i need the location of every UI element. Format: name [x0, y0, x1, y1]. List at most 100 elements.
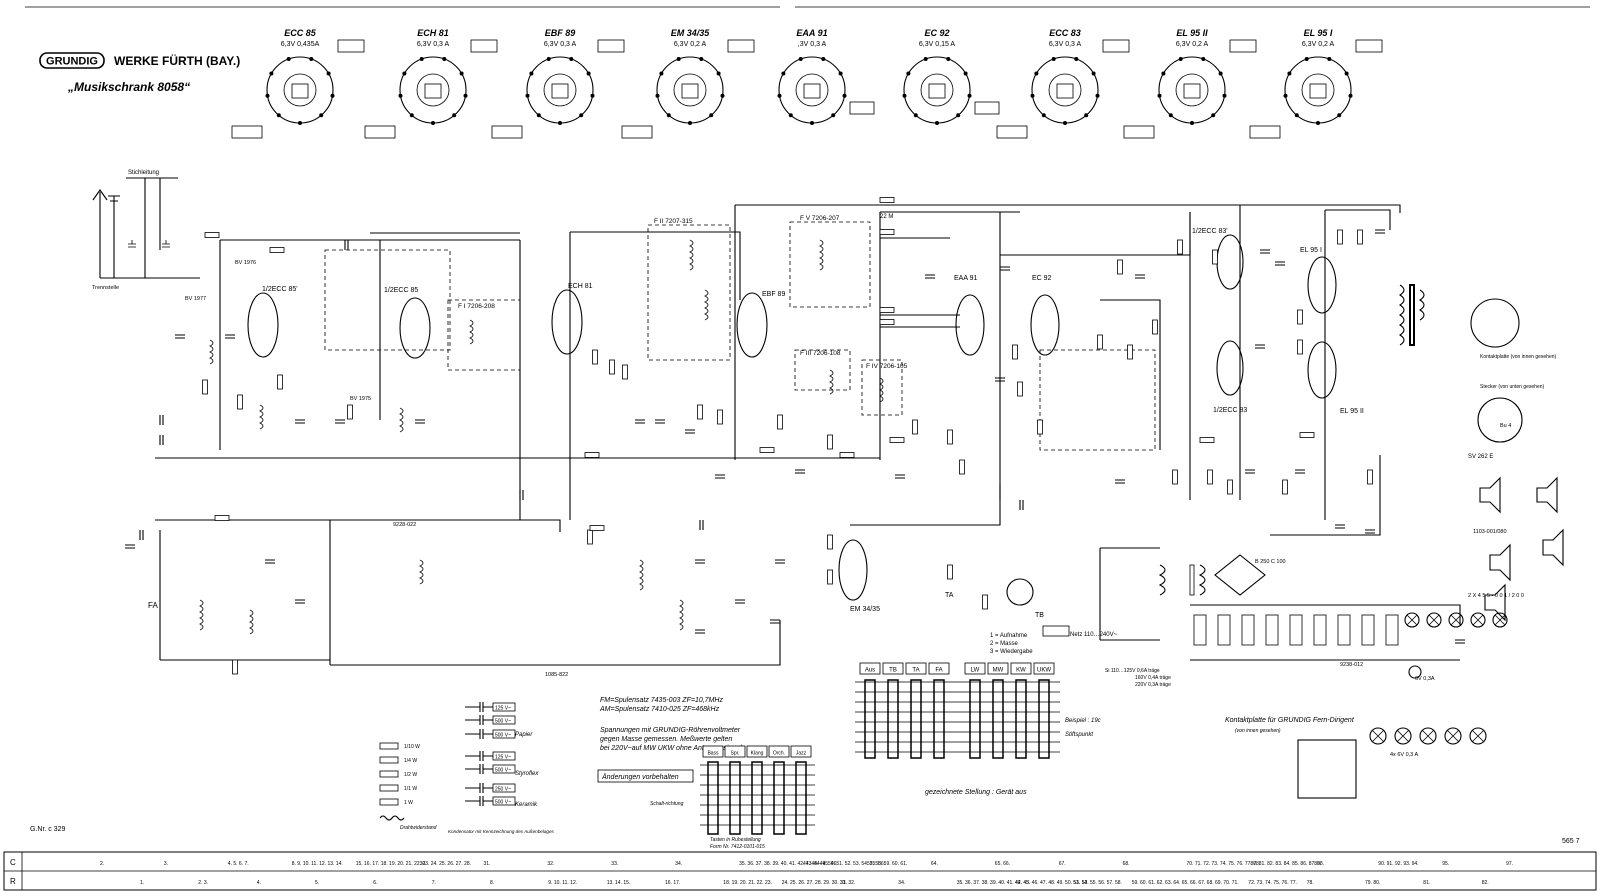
- ruler-c-cell: 31.: [484, 861, 491, 867]
- resistor-symbol: [1097, 334, 1103, 350]
- lbl-ec92: EC 92: [1032, 275, 1052, 282]
- legend-cap-tag: [492, 751, 516, 761]
- coil-symbol: [469, 319, 474, 345]
- tube-pin: [1084, 113, 1089, 118]
- capacitor-symbol: [795, 469, 805, 474]
- switch-key-label: Aus: [865, 668, 875, 674]
- switch-key-top: [987, 662, 1009, 675]
- resistor-symbol: [717, 409, 723, 425]
- ruler-c-cell: 2.: [100, 861, 104, 867]
- tube-pin: [463, 93, 468, 98]
- resistor-symbol: [592, 349, 598, 365]
- tube-pin: [1178, 57, 1183, 61]
- ruler-c-cell: 15. 16. 17. 18. 19. 20. 21. 22. 23. 24. …: [356, 861, 471, 867]
- tone-network-shield: [1039, 349, 1156, 451]
- coil-symbol: [419, 559, 424, 585]
- tube-ecc83-a: [1216, 234, 1244, 290]
- capacitor-symbol: [175, 334, 185, 339]
- capacitor-symbol: [1455, 639, 1465, 644]
- resistor-symbol: [1282, 479, 1288, 495]
- ruler-c-cell: 97.: [1506, 861, 1513, 867]
- tube-pin: [546, 57, 551, 61]
- tube-pin: [590, 93, 595, 98]
- resistor-symbol: [879, 307, 895, 313]
- tube-name: ECC 83: [1049, 28, 1081, 38]
- filament-tube: [1313, 614, 1327, 646]
- switch-key-top: [882, 662, 904, 675]
- tube-pin: [777, 93, 782, 98]
- tube-pin: [319, 113, 324, 118]
- tube-base-circle: [903, 56, 971, 124]
- ruler-c-cell: 32.: [547, 861, 554, 867]
- switch-key-top: [859, 662, 881, 675]
- tube-pin: [906, 71, 911, 76]
- lbl-el95-a: EL 95 I: [1300, 247, 1322, 254]
- tube-name: EL 95 I: [1304, 28, 1333, 38]
- resistor-symbol: [879, 197, 895, 203]
- lamp-cross: [1472, 614, 1484, 626]
- lbl-em34: EM 34/35: [850, 606, 880, 613]
- resistor-symbol: [1207, 469, 1213, 485]
- tube-pin: [709, 113, 714, 118]
- tube-pin: [963, 71, 968, 76]
- note-spannungen: Spannungen mit GRUNDIG-Röhrenvoltmeter: [600, 727, 741, 734]
- resistor-symbol: [827, 434, 833, 450]
- ruler-c-cell: 89.: [1314, 861, 1321, 867]
- tube-pinout: ECC 856,3V 0,435A: [231, 28, 365, 139]
- legend-res-symbol: [379, 784, 399, 792]
- capacitor-symbol: [735, 599, 745, 604]
- tube-pin: [1294, 113, 1299, 118]
- aenderungen-box: [597, 769, 694, 783]
- switch-contact-bar: [729, 761, 741, 835]
- coil-symbol: [829, 369, 834, 395]
- resistor-symbol: [1037, 419, 1043, 435]
- tube-envelope: [1301, 73, 1335, 107]
- dial-lamps: [1369, 665, 1487, 745]
- tube-pinout: EL 95 I 6,3V 0,2 A: [1249, 28, 1383, 139]
- tube-name: EM 34/35: [671, 28, 711, 38]
- lbl-fiv: F IV 7206-105: [866, 363, 908, 370]
- ruler-c-cell: 57. 58. 59. 60. 61.: [867, 861, 907, 867]
- tube-pin: [558, 121, 562, 125]
- tube-pin: [688, 121, 692, 125]
- coil-symbol: [639, 559, 644, 591]
- dial-lamp-icon: [1419, 727, 1437, 745]
- si-label-3: 220V 0,3A träge: [1135, 682, 1171, 688]
- tube-pin: [298, 121, 302, 125]
- switch-key-top: [928, 662, 950, 675]
- filament-lamps: [1193, 612, 1508, 646]
- filament-tube: [1241, 614, 1255, 646]
- tube-envelope: [673, 73, 707, 107]
- tube-envelope: [795, 73, 829, 107]
- tube-pin: [1337, 113, 1342, 118]
- tube-pin: [402, 71, 407, 76]
- kontaktplatte-label: Kontaktplatte (von innen gesehen): [1480, 354, 1556, 360]
- tube-pin: [1304, 57, 1309, 61]
- switch-contact-bar: [887, 679, 899, 759]
- frame-verticals-b: [734, 205, 1001, 500]
- tube-spec: 6,3V 0,2 A: [1302, 41, 1335, 48]
- capacitor-symbol: [1295, 469, 1305, 474]
- note-fm: FM=Spulensatz 7435-003 ZF=10,7MHz: [600, 697, 723, 704]
- resistor-symbol: [1017, 381, 1023, 397]
- tube-pin: [781, 71, 786, 76]
- lamp-cross: [1446, 729, 1460, 743]
- tube-pin: [676, 57, 681, 61]
- lbl-ecc83-b: 1/2ECC 83: [1213, 407, 1247, 414]
- voltage-tag: [597, 39, 625, 53]
- tube-electrode: [1309, 83, 1327, 99]
- switch-contact-bar: [707, 761, 719, 835]
- voltage-tag: [1229, 39, 1257, 53]
- legend-cap-symbol: [465, 729, 493, 739]
- legend-cap-symbol: [465, 751, 493, 761]
- legend-res-value: 1/2 W: [404, 772, 417, 778]
- dial-lamp-icon: [1469, 727, 1487, 745]
- tube-pin: [1327, 57, 1332, 61]
- lamp-cross: [1371, 729, 1385, 743]
- tube-pinout: EL 95 II6,3V 0,2 A: [1123, 28, 1257, 139]
- ruler-row-c: C: [10, 858, 16, 867]
- tube-name: EC 92: [924, 28, 949, 38]
- tube-spec: 6,3V 0,3 A: [1049, 41, 1082, 48]
- tube-pin: [459, 71, 464, 76]
